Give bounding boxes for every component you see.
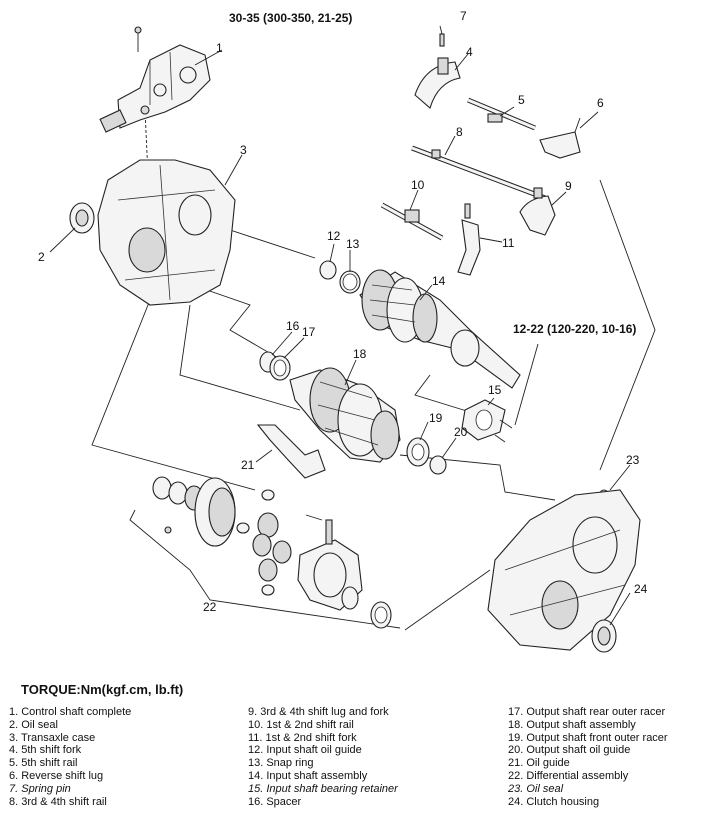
callout-3: 3 — [240, 143, 247, 157]
callout-20: 20 — [454, 425, 468, 439]
assembly-guide-lines — [91, 109, 656, 631]
callout-10: 10 — [411, 178, 425, 192]
reverse-shift-lug — [539, 117, 581, 159]
legend-item: 3. Transaxle case — [9, 731, 96, 744]
legend-column-1: 1. Control shaft complete 2. Oil seal 3.… — [9, 706, 131, 808]
transaxle-case — [97, 159, 236, 306]
output-shaft-rear-outer-racer — [269, 355, 291, 381]
legend-item: 13. Snap ring — [248, 757, 314, 770]
callout-13: 13 — [346, 237, 360, 251]
callout-17: 17 — [302, 325, 316, 339]
callout-19: 19 — [429, 411, 443, 425]
differential-assembly — [152, 476, 392, 629]
output-shaft-front-outer-racer — [406, 437, 430, 467]
spring-pin — [439, 33, 445, 47]
callout-16: 16 — [286, 319, 300, 333]
control-shaft-complete — [99, 26, 211, 133]
legend-item: 2. Oil seal — [9, 718, 58, 731]
legend-item: 11. 1st & 2nd shift fork — [248, 731, 357, 744]
callout-23: 23 — [626, 453, 640, 467]
input-shaft-bearing-retainer — [461, 399, 513, 443]
legend-item: 14. Input shaft assembly — [248, 769, 368, 782]
clutch-housing — [487, 489, 641, 653]
callout-12: 12 — [327, 229, 341, 243]
output-shaft-assembly — [289, 367, 401, 463]
legend-item: 21. Oil guide — [508, 757, 570, 770]
fifth-shift-rail — [467, 97, 536, 131]
legend-item: 17. Output shaft rear outer racer — [508, 706, 666, 718]
first-second-shift-fork — [457, 203, 481, 276]
legend-title: TORQUE:Nm(kgf.cm, lb.ft) — [21, 682, 184, 697]
legend-item: 20. Output shaft oil guide — [508, 744, 631, 757]
callout-24: 24 — [634, 582, 648, 596]
first-second-shift-rail — [380, 202, 444, 241]
legend-item: 5. 5th shift rail — [9, 757, 78, 770]
legend-item: 1. Control shaft complete — [9, 706, 132, 718]
legend-item: 16. Spacer — [248, 795, 302, 808]
oil-seal-left — [69, 202, 95, 234]
callout-15: 15 — [488, 383, 502, 397]
legend-item: 6. Reverse shift lug — [9, 769, 104, 782]
legend-item: 15. Input shaft bearing retainer — [248, 782, 398, 795]
legend-item: 23. Oil seal — [508, 782, 564, 795]
callout-4: 4 — [466, 45, 473, 59]
legend-item: 4. 5th shift fork — [9, 744, 82, 757]
callout-22: 22 — [203, 600, 217, 614]
callout-leaders — [49, 25, 631, 626]
third-fourth-shift-rail — [411, 145, 546, 201]
oil-guide — [256, 424, 326, 479]
callout-6: 6 — [597, 96, 604, 110]
input-shaft-oil-guide — [319, 260, 337, 280]
third-fourth-shift-lug-fork — [519, 187, 556, 236]
legend-item: 18. Output shaft assembly — [508, 718, 636, 731]
legend-item: 22. Differential assembly — [508, 769, 629, 782]
legend-item: 10. 1st & 2nd shift rail — [248, 718, 354, 731]
legend-column-3: 17. Output shaft rear outer racer 18. Ou… — [508, 706, 668, 808]
fifth-shift-fork — [414, 57, 461, 109]
callout-5: 5 — [518, 93, 525, 107]
legend-item: 7. Spring pin — [9, 782, 71, 795]
callout-18: 18 — [353, 347, 367, 361]
legend-item: 9. 3rd & 4th shift lug and fork — [248, 706, 389, 718]
callout-11: 11 — [502, 236, 515, 250]
callout-14: 14 — [432, 274, 446, 288]
callout-9: 9 — [565, 179, 572, 193]
exploded-transaxle-diagram: 30-35 (300-350, 21-25) 12-22 (120-220, 1… — [38, 9, 656, 653]
legend-item: 19. Output shaft front outer racer — [508, 731, 668, 744]
output-shaft-oil-guide — [429, 455, 447, 475]
legend-item: 24. Clutch housing — [508, 795, 600, 808]
callout-21: 21 — [241, 458, 255, 472]
legend-column-2: 9. 3rd & 4th shift lug and fork 10. 1st … — [248, 706, 398, 808]
snap-ring — [339, 270, 361, 294]
torque-callout-top: 30-35 (300-350, 21-25) — [229, 11, 352, 25]
callout-8: 8 — [456, 125, 463, 139]
legend-item: 12. Input shaft oil guide — [248, 744, 362, 757]
torque-callout-middle: 12-22 (120-220, 10-16) — [513, 322, 636, 336]
input-shaft-assembly — [359, 269, 521, 389]
callout-7: 7 — [460, 9, 467, 23]
legend-item: 8. 3rd & 4th shift rail — [9, 795, 107, 808]
callout-2: 2 — [38, 250, 45, 264]
callout-1: 1 — [216, 41, 223, 55]
